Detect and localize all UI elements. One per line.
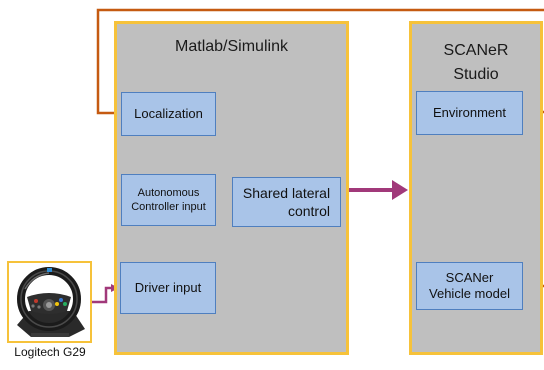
- vehicle-label-line1: SCANer: [445, 270, 494, 285]
- localization-block: Localization: [121, 92, 216, 136]
- driver-input-label: Driver input: [134, 280, 202, 295]
- vehicle-label-line2: Vehicle model: [429, 286, 510, 301]
- steering-wheel-icon: [17, 267, 85, 337]
- autonomous-label-line1: Autonomous: [137, 187, 200, 199]
- autonomous-label-line2: Controller input: [131, 201, 206, 213]
- panel-title-line1: SCANeR: [443, 42, 509, 59]
- matlab-to-scaner-arrow: [349, 180, 408, 200]
- logitech-caption: Logitech G29: [14, 345, 86, 359]
- driver-input-block: Driver input: [120, 262, 216, 314]
- panel-title: Matlab/Simulink: [175, 38, 288, 55]
- localization-label: Localization: [134, 106, 203, 121]
- shared-lateral-control-block: Shared lateral control: [232, 177, 341, 227]
- scaner-vehicle-model-block: SCANer Vehicle model: [416, 262, 523, 310]
- shared-label-line2: control: [287, 203, 330, 219]
- autonomous-controller-input-block: Autonomous Controller input: [121, 174, 216, 226]
- environment-label: Environment: [433, 105, 506, 120]
- environment-block: Environment: [416, 91, 523, 135]
- shared-label-line1: Shared lateral: [242, 185, 331, 201]
- panel-title-line2: Studio: [453, 66, 499, 83]
- feedback-wire: [96, 8, 544, 117]
- arrow-wheel-to-driver: [92, 284, 119, 304]
- logitech-wheel-frame: [7, 261, 92, 343]
